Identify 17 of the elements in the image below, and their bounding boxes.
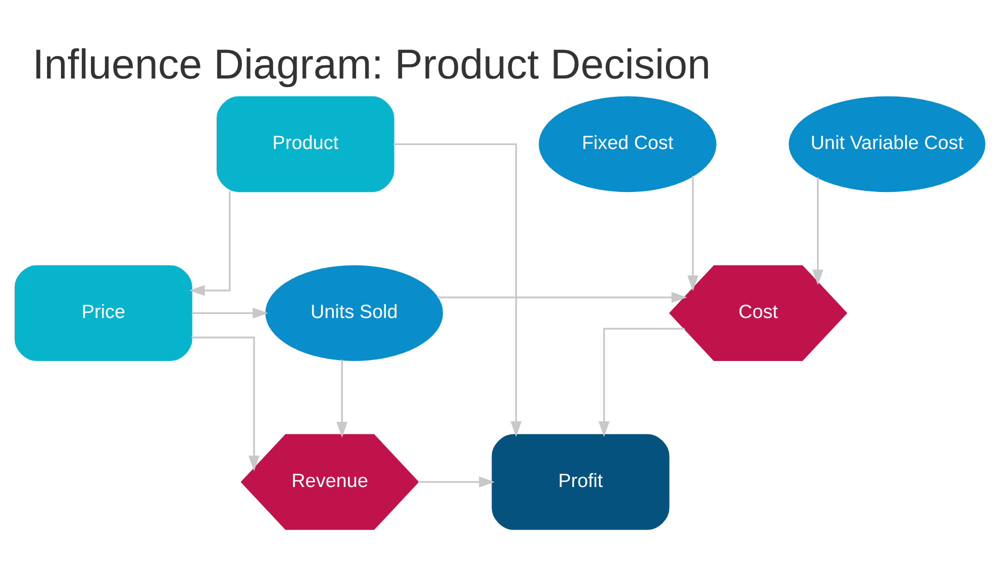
node-box: Product: [216, 96, 394, 192]
arrow: [687, 175, 698, 291]
arrow: [336, 359, 348, 438]
node-ellipse: Unit Variable Cost: [788, 96, 986, 192]
node-ellipse: Fixed Cost: [538, 96, 716, 192]
arrow: [191, 336, 260, 471]
arrow: [394, 142, 522, 436]
node-ellipse: Units Sold: [265, 264, 443, 360]
node-box: Profit: [492, 434, 670, 530]
arrow: [812, 177, 824, 285]
arrow: [418, 476, 495, 488]
node-box: Price: [14, 264, 192, 360]
arrow: [192, 307, 268, 318]
arrow: [598, 327, 685, 436]
arrow: [189, 190, 231, 296]
diagram-title: Influence Diagram: Product Decision: [32, 40, 711, 87]
arrow: [437, 291, 688, 302]
